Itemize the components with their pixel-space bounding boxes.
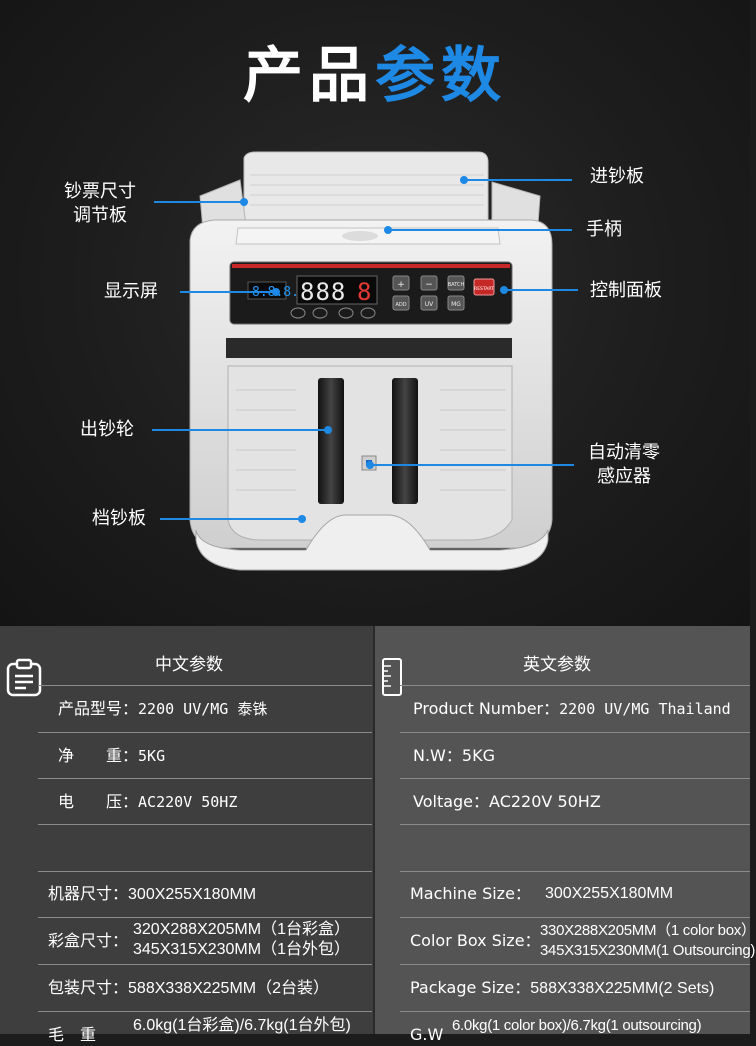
spec-row: Package Size：588X338X225MM(2 Sets) <box>410 977 714 1000</box>
panel-buttons: + − BATCH ADD UV MG RESTART <box>392 275 495 311</box>
uv-button-label: UV <box>425 301 434 308</box>
spec-row: Voltage：AC220V 50HZ <box>413 791 601 813</box>
row-divider <box>400 778 750 779</box>
cn-value-gross: 6.0kg(1台彩盒)/6.7kg(1台外包) <box>133 1017 351 1034</box>
row-divider <box>38 1011 372 1012</box>
cn-label-machine-size: 机器尺寸： <box>48 884 129 903</box>
spec-row: 包装尺寸：588X338X225MM（2台装） <box>48 977 329 1000</box>
callout-size-adjust: 钞票尺寸 调节板 <box>64 180 136 228</box>
row-divider <box>400 871 750 872</box>
title-part1: 产品 <box>243 41 375 111</box>
row-divider <box>400 917 750 918</box>
cn-spec-column <box>0 626 374 1034</box>
cn-value-package: 588X338X225MM（2台装） <box>128 980 330 997</box>
en-value-color-box-2: 345X315X230MM(1 Outsourcing) <box>540 942 756 959</box>
callout-sensor-line2: 感应器 <box>597 466 651 487</box>
en-label-nw: N.W： <box>413 746 462 765</box>
spec-row: Product Number：2200 UV/MG Thailand <box>413 698 731 720</box>
callout-sensor-line1: 自动清零 <box>588 442 660 463</box>
cn-value-machine-size: 300X255X180MM <box>128 886 257 903</box>
page-title: 产品参数 <box>0 38 750 114</box>
en-spec-column <box>374 626 750 1034</box>
cn-label-color-box: 彩盒尺寸： <box>48 931 129 950</box>
en-label-color-box: Color Box Size： <box>410 931 541 950</box>
plus-button-label: + <box>397 280 405 290</box>
row-divider <box>38 917 372 918</box>
cn-value-voltage: AC220V 50HZ <box>138 793 238 811</box>
spec-row: Machine Size： <box>410 883 531 905</box>
en-value-voltage: AC220V 50HZ <box>489 792 601 811</box>
minus-button-label: − <box>425 280 433 290</box>
row-divider <box>38 824 372 825</box>
en-label-model: Product Number： <box>413 699 560 718</box>
spec-table: 中文参数 英文参数 产品型号：2200 UV/MG 泰铢 Product Num… <box>0 626 756 1044</box>
cn-label-voltage: 电 压： <box>58 792 139 811</box>
row-divider <box>38 964 372 965</box>
en-label-package: Package Size： <box>410 978 531 997</box>
add-button-label: ADD <box>395 302 406 308</box>
cn-label-model: 产品型号： <box>58 699 139 718</box>
cn-value-color-box-2: 345X315X230MM（1台外包） <box>133 941 350 958</box>
spec-row: N.W：5KG <box>413 745 495 767</box>
row-divider <box>38 778 372 779</box>
callout-output-wheel: 出钞轮 <box>80 419 134 440</box>
cn-value-color-box-1: 320X288X205MM（1台彩盒） <box>133 921 350 938</box>
cn-label-gross: 毛 重 <box>48 1025 97 1044</box>
en-label-machine-size: Machine Size： <box>410 884 531 903</box>
row-divider <box>38 732 372 733</box>
en-header: 英文参数 <box>523 655 591 675</box>
en-value-nw: 5KG <box>461 746 495 765</box>
callout-size-adjust-line2: 调节板 <box>73 205 127 226</box>
cn-label-nw: 净 重： <box>58 746 139 765</box>
spec-row: 产品型号：2200 UV/MG 泰铢 <box>58 698 267 720</box>
money-counter-illustration: 8.8.8.8 888 8 + − BATCH ADD UV MG RESTAR… <box>152 151 578 571</box>
cn-header: 中文参数 <box>155 655 223 675</box>
big-display-digit: 8 <box>357 278 371 306</box>
callout-stopper: 档钞板 <box>92 508 146 529</box>
en-value-model: 2200 UV/MG Thailand <box>559 700 731 718</box>
svg-text:888: 888 <box>300 278 346 306</box>
column-divider <box>373 626 375 1034</box>
cn-value-nw: 5KG <box>138 747 166 765</box>
row-divider <box>38 685 372 686</box>
spec-row: 净 重：5KG <box>58 745 165 767</box>
row-divider <box>400 824 750 825</box>
ruler-icon <box>382 658 402 696</box>
row-divider <box>400 1011 750 1012</box>
callout-hopper: 进钞板 <box>590 166 644 187</box>
product-showcase: 产品参数 <box>0 0 750 626</box>
en-value-color-box-1: 330X288X205MM（1 color box） <box>540 922 756 939</box>
mg-button-label: MG <box>451 301 461 308</box>
spec-row: 电 压：AC220V 50HZ <box>58 791 237 813</box>
row-divider <box>38 871 372 872</box>
clipboard-icon <box>6 658 42 697</box>
callout-sensor: 自动清零 感应器 <box>588 441 660 489</box>
callout-display: 显示屏 <box>104 281 158 302</box>
title-part2: 参数 <box>375 41 507 111</box>
row-divider <box>400 685 750 686</box>
cn-value-model: 2200 UV/MG 泰铢 <box>138 700 268 718</box>
row-divider <box>400 732 750 733</box>
spec-row: 机器尺寸：300X255X180MM <box>48 883 256 906</box>
row-divider <box>400 964 750 965</box>
callout-lines <box>152 176 578 523</box>
batch-button-label: BATCH <box>448 282 465 288</box>
callout-size-adjust-line1: 钞票尺寸 <box>64 181 136 202</box>
en-value-gross: 6.0kg(1 color box)/6.7kg(1 outsourcing) <box>452 1017 702 1034</box>
en-label-voltage: Voltage： <box>413 792 490 811</box>
callout-control-panel: 控制面板 <box>590 280 662 301</box>
en-value-package: 588X338X225MM(2 Sets) <box>530 980 715 997</box>
en-value-machine-size: 300X255X180MM <box>545 885 674 902</box>
cn-label-package: 包装尺寸： <box>48 978 129 997</box>
callout-handle: 手柄 <box>586 219 622 240</box>
en-label-gross: G.W <box>410 1025 444 1044</box>
restart-button-label: RESTART <box>474 286 494 292</box>
